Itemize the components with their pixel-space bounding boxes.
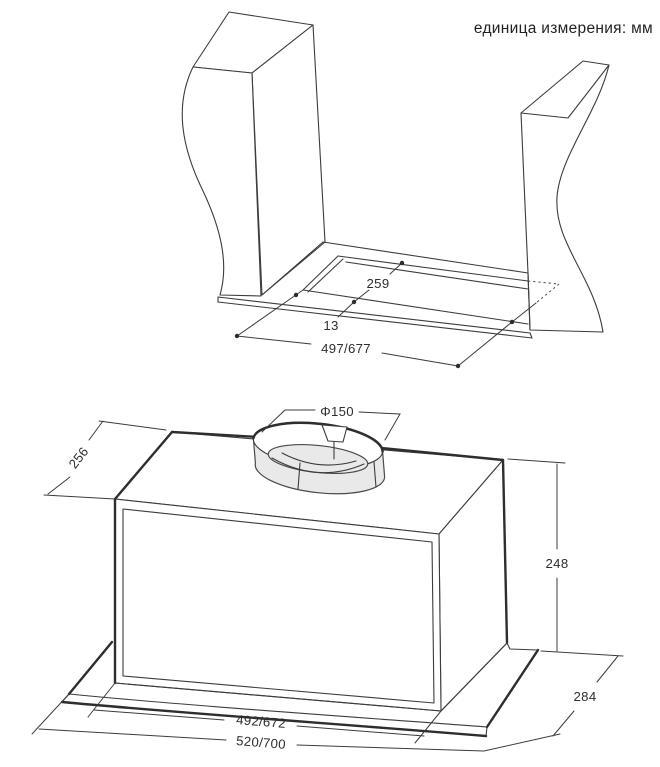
duct-diameter-label: Φ150 [320, 404, 354, 419]
units-note: единица измерения: мм [474, 20, 653, 37]
dimension-frame-depth: 284 [483, 655, 619, 752]
cabinet-left-panel [181, 11, 326, 297]
cabinet-bottom-shelf [217, 241, 533, 339]
frame-width-label: 520/700 [236, 733, 287, 752]
duct-tab [321, 424, 348, 443]
hood-body-diagram: Φ150 256 248 284 492/672 [31, 404, 624, 752]
cabinet-cutout-diagram: 259 13 497/677 [181, 11, 610, 369]
frame-depth-label: 284 [574, 689, 597, 704]
front-offset-label: 13 [323, 318, 338, 333]
body-depth-label: 256 [66, 444, 92, 471]
cutout-width-label: 497/677 [321, 341, 371, 356]
body-width-label: 492/672 [236, 712, 287, 731]
dimension-front-offset: 13 [323, 301, 355, 333]
dimension-body-width: 492/672 [87, 682, 442, 744]
cabinet-right-panel [520, 60, 610, 333]
bottom-frame [60, 640, 540, 738]
dimension-frame-width: 520/700 [31, 693, 485, 752]
dimension-duct-diameter: Φ150 [261, 404, 401, 441]
cutout-depth-label: 259 [367, 276, 390, 291]
dimension-cutout-depth: 259 [351, 260, 405, 305]
hood-body [113, 430, 509, 712]
body-height-label: 248 [546, 556, 569, 571]
duct-collar [252, 421, 386, 495]
vent-cutout [302, 255, 529, 325]
dimension-body-height: 248 [507, 458, 624, 657]
dimension-cutout-width: 497/677 [234, 289, 537, 369]
